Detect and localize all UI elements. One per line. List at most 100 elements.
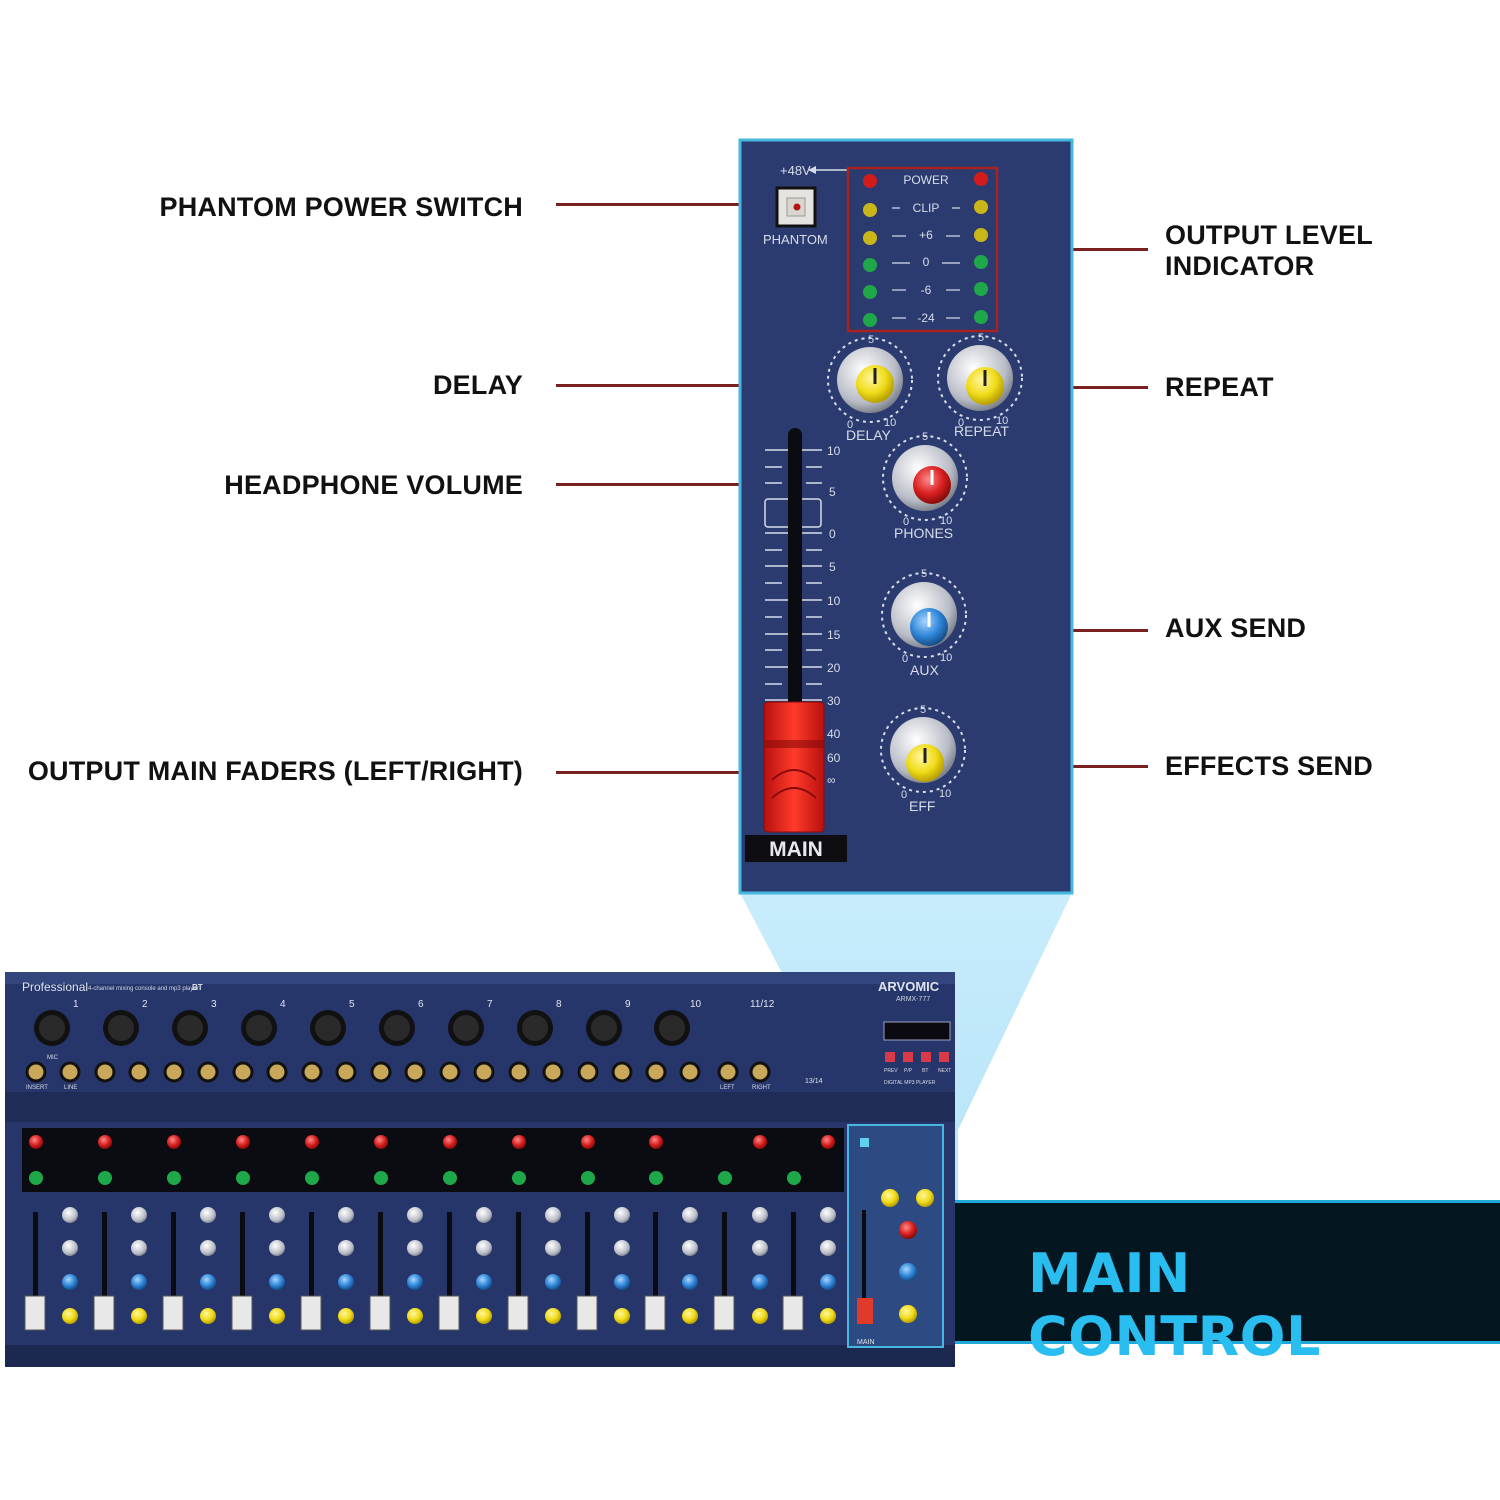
- svg-text:6: 6: [418, 999, 424, 1010]
- svg-text:10: 10: [940, 652, 952, 664]
- svg-text:-24: -24: [917, 311, 935, 325]
- svg-text:5: 5: [978, 332, 984, 344]
- svg-text:60: 60: [827, 751, 841, 765]
- svg-text:0: 0: [958, 417, 964, 429]
- mixer-bt-badge: BT: [192, 983, 203, 992]
- aux-label: AUX: [910, 662, 939, 678]
- svg-text:MIC: MIC: [47, 1055, 59, 1061]
- phantom-label: PHANTOM: [763, 232, 828, 247]
- delay-knob[interactable]: [827, 337, 913, 423]
- svg-text:DIGITAL MP3 PLAYER: DIGITAL MP3 PLAYER: [884, 1080, 936, 1086]
- svg-text:4: 4: [280, 999, 286, 1010]
- svg-text:13/14: 13/14: [805, 1078, 823, 1085]
- main-label-plate: [745, 835, 847, 862]
- svg-text:10: 10: [884, 417, 896, 429]
- callout-repeat: REPEAT: [1165, 372, 1274, 402]
- svg-text:11/12: 11/12: [750, 999, 775, 1010]
- svg-text:0: 0: [829, 527, 836, 541]
- svg-text:10: 10: [690, 999, 702, 1010]
- main-fader-slot: [788, 428, 802, 718]
- svg-text:PREV: PREV: [884, 1068, 898, 1074]
- svg-text:10: 10: [996, 415, 1008, 427]
- svg-text:3: 3: [211, 999, 217, 1010]
- callout-headphone-volume: HEADPHONE VOLUME: [224, 470, 523, 500]
- mixer-brand-right: ARVOMIC: [878, 979, 940, 994]
- svg-text:-6: -6: [921, 283, 932, 297]
- mixer-model: ARMX-777: [896, 996, 930, 1003]
- svg-text:5: 5: [921, 568, 927, 580]
- repeat-knob[interactable]: [937, 335, 1023, 421]
- strip-faders: [24, 1212, 804, 1331]
- svg-text:5: 5: [920, 704, 926, 716]
- svg-text:9: 9: [625, 999, 631, 1010]
- svg-text:8: 8: [556, 999, 562, 1010]
- svg-text:5: 5: [829, 485, 836, 499]
- mixer-brand-sub: 4-channel mixing console and mp3 player: [88, 986, 199, 992]
- callout-phantom-power-switch: PHANTOM POWER SWITCH: [159, 192, 523, 222]
- meter-labels: POWER CLIP +6 0 -6 -24: [903, 173, 949, 325]
- main-fader-knob[interactable]: [763, 701, 825, 833]
- svg-text:5: 5: [922, 431, 928, 443]
- leader-line-delay: [556, 384, 872, 387]
- callout-output-level-indicator: OUTPUT LEVEL INDICATOR: [1165, 220, 1373, 282]
- svg-text:7: 7: [487, 999, 493, 1010]
- svg-text:POWER: POWER: [903, 173, 949, 187]
- phones-knob[interactable]: [882, 435, 968, 521]
- mixer-channel-numbers: 1 2 3 4 5 6 7 8 9 10 11/12 13/14: [73, 999, 823, 1085]
- svg-text:20: 20: [827, 661, 841, 675]
- svg-text:10: 10: [827, 594, 841, 608]
- svg-text:0: 0: [901, 789, 907, 801]
- main-control-title: MAIN CONTROL: [1028, 1242, 1321, 1368]
- svg-text:5: 5: [868, 334, 874, 346]
- svg-text:+6: +6: [919, 228, 933, 242]
- leader-line-main-faders: [556, 771, 806, 774]
- leader-line-phantom: [556, 203, 790, 206]
- phones-label: PHONES: [894, 525, 953, 541]
- svg-text:5: 5: [349, 999, 355, 1010]
- svg-text:10: 10: [940, 515, 952, 527]
- svg-text:P/P: P/P: [904, 1068, 913, 1074]
- svg-text:INSERT: INSERT: [26, 1085, 48, 1091]
- aux-knob[interactable]: [881, 572, 967, 658]
- svg-text:∞: ∞: [827, 773, 836, 787]
- meter-leds: [863, 172, 988, 327]
- callout-delay: DELAY: [432, 370, 523, 400]
- eff-knob[interactable]: [880, 707, 966, 793]
- mp3-buttons: [885, 1052, 949, 1062]
- repeat-label: REPEAT: [954, 423, 1009, 439]
- strip-knobs: [29, 1135, 835, 1185]
- svg-text:CLIP: CLIP: [913, 201, 940, 215]
- main-label: MAIN: [769, 838, 823, 861]
- mixer-brand-left: Professional: [22, 980, 88, 994]
- main-fader-scale: 10 5 0 5 10 15 20 30 40 60 ∞: [827, 444, 841, 787]
- svg-text:RIGHT: RIGHT: [752, 1085, 771, 1091]
- svg-text:1: 1: [73, 999, 79, 1010]
- svg-text:0: 0: [902, 653, 908, 665]
- main-control-banner: [955, 1200, 1500, 1344]
- mixer-jacks: [25, 1061, 771, 1083]
- callout-output-main-faders: OUTPUT MAIN FADERS (LEFT/RIGHT): [27, 756, 523, 786]
- delay-label: DELAY: [846, 427, 892, 443]
- mixer-inputs: [34, 1010, 690, 1046]
- callout-effects-send: EFFECTS SEND: [1165, 751, 1373, 781]
- callout-output-level-line2: INDICATOR: [1165, 251, 1315, 281]
- svg-text:5: 5: [829, 560, 836, 574]
- svg-text:LINE: LINE: [64, 1085, 77, 1091]
- svg-text:BT: BT: [922, 1068, 928, 1074]
- mixer-channel-strips: [24, 1135, 836, 1331]
- mp3-display: [883, 1021, 951, 1041]
- svg-text:30: 30: [827, 694, 841, 708]
- svg-text:40: 40: [827, 727, 841, 741]
- svg-text:10: 10: [827, 444, 841, 458]
- callout-output-level-line1: OUTPUT LEVEL: [1165, 220, 1373, 250]
- svg-text:0: 0: [923, 255, 930, 269]
- output-level-indicator: [846, 166, 999, 333]
- svg-text:LEFT: LEFT: [720, 1085, 735, 1091]
- strip-eq-knobs: [62, 1207, 836, 1324]
- svg-text:0: 0: [903, 516, 909, 528]
- svg-text:15: 15: [827, 628, 841, 642]
- svg-text:2: 2: [142, 999, 148, 1010]
- mixer-main-label: MAIN: [857, 1339, 875, 1346]
- eff-label: EFF: [909, 798, 935, 814]
